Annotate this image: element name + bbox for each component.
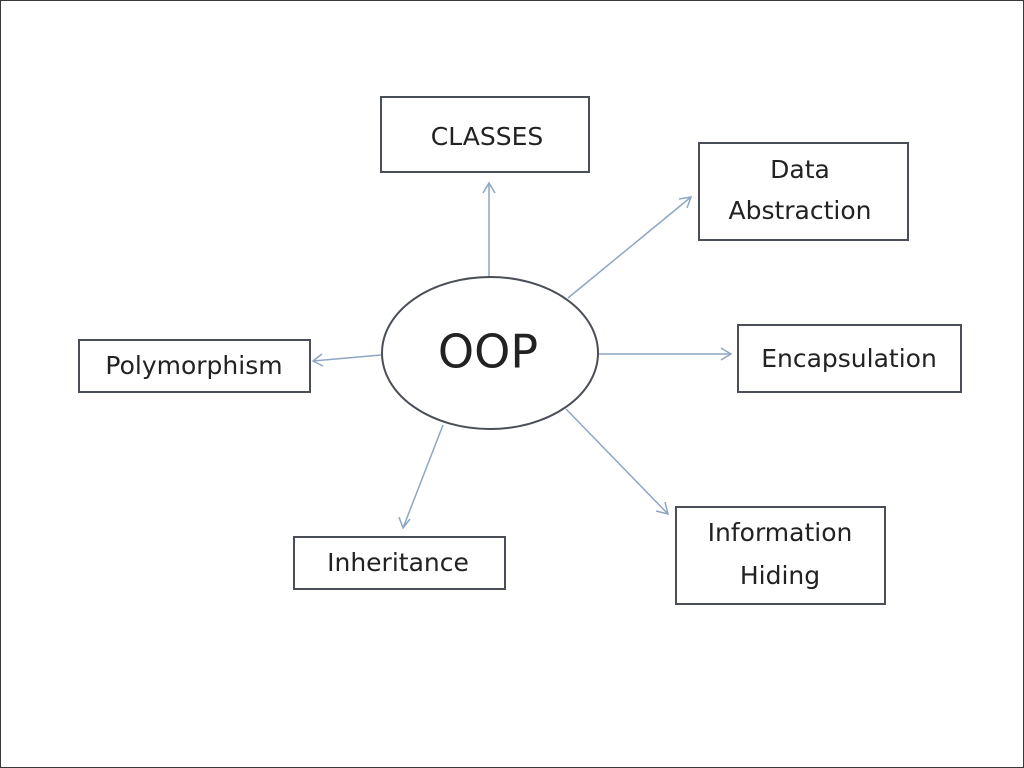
node-classes: CLASSES xyxy=(380,96,590,173)
node-classes-label: CLASSES xyxy=(431,122,543,151)
node-data-abstraction-line2: Abstraction xyxy=(728,196,871,225)
node-polymorphism: Polymorphism xyxy=(78,339,311,393)
node-information-hiding: Information Hiding xyxy=(675,506,886,605)
node-inheritance: Inheritance xyxy=(293,536,506,590)
node-encapsulation: Encapsulation xyxy=(737,324,962,393)
node-inheritance-label: Inheritance xyxy=(327,548,469,577)
connector-encapsulation xyxy=(599,347,733,361)
center-label: OOP xyxy=(438,325,538,379)
node-information-hiding-line1: Information xyxy=(708,518,853,547)
node-data-abstraction-line1: Data xyxy=(770,155,830,184)
node-information-hiding-line2: Hiding xyxy=(740,561,820,590)
connector-classes xyxy=(482,181,496,277)
center-node: OOP xyxy=(381,276,599,430)
connector-inheritance xyxy=(398,424,444,530)
node-encapsulation-label: Encapsulation xyxy=(761,344,937,373)
connector-polymorphism xyxy=(311,353,382,367)
node-polymorphism-label: Polymorphism xyxy=(105,351,282,380)
connector-data-abstraction xyxy=(567,196,693,299)
node-data-abstraction: Data Abstraction xyxy=(698,142,909,241)
connector-information-hiding xyxy=(565,408,670,516)
